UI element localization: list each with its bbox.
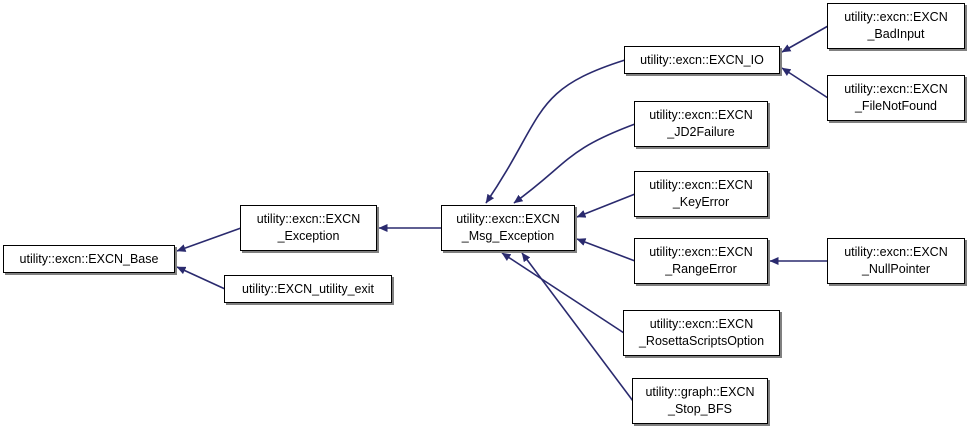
edge-excn_utility_exit-to-excn_base <box>176 266 226 290</box>
node-excn-io[interactable]: utility::excn::EXCN_IO <box>624 46 780 74</box>
node-excn-stop-bfs[interactable]: utility::graph::EXCN _Stop_BFS <box>632 378 768 424</box>
node-excn-jd2failure[interactable]: utility::excn::EXCN _JD2Failure <box>634 101 768 147</box>
edge-excn_rosettascripts-to-excn_msg_exception <box>501 252 625 334</box>
node-excn-exception[interactable]: utility::excn::EXCN _Exception <box>240 205 377 251</box>
edge-excn_filenotfound-to-excn_io <box>781 67 829 99</box>
node-excn-msg-exception[interactable]: utility::excn::EXCN _Msg_Exception <box>441 205 575 251</box>
edge-excn_exception-to-excn_base <box>176 227 242 252</box>
edge-excn_rangeerror-to-excn_msg_exception <box>576 238 636 262</box>
edge-excn_stop_bfs-to-excn_msg_exception <box>521 252 634 402</box>
edge-excn_io-to-excn_msg_exception <box>485 59 626 204</box>
node-excn-badinput[interactable]: utility::excn::EXCN _BadInput <box>827 3 965 49</box>
node-excn-keyerror[interactable]: utility::excn::EXCN _KeyError <box>634 171 768 217</box>
edge-excn_badinput-to-excn_io <box>781 25 829 53</box>
node-excn-nullpointer[interactable]: utility::excn::EXCN _NullPointer <box>827 238 965 284</box>
node-excn-rangeerror[interactable]: utility::excn::EXCN _RangeError <box>634 238 768 284</box>
edge-excn_jd2failure-to-excn_msg_exception <box>513 123 636 204</box>
node-excn-utility-exit[interactable]: utility::EXCN_utility_exit <box>224 275 392 303</box>
edge-excn_keyerror-to-excn_msg_exception <box>576 193 636 218</box>
node-excn-filenotfound[interactable]: utility::excn::EXCN _FileNotFound <box>827 75 965 121</box>
node-excn-base[interactable]: utility::excn::EXCN_Base <box>3 245 175 273</box>
node-excn-rosettascriptsoption[interactable]: utility::excn::EXCN _RosettaScriptsOptio… <box>623 310 780 356</box>
